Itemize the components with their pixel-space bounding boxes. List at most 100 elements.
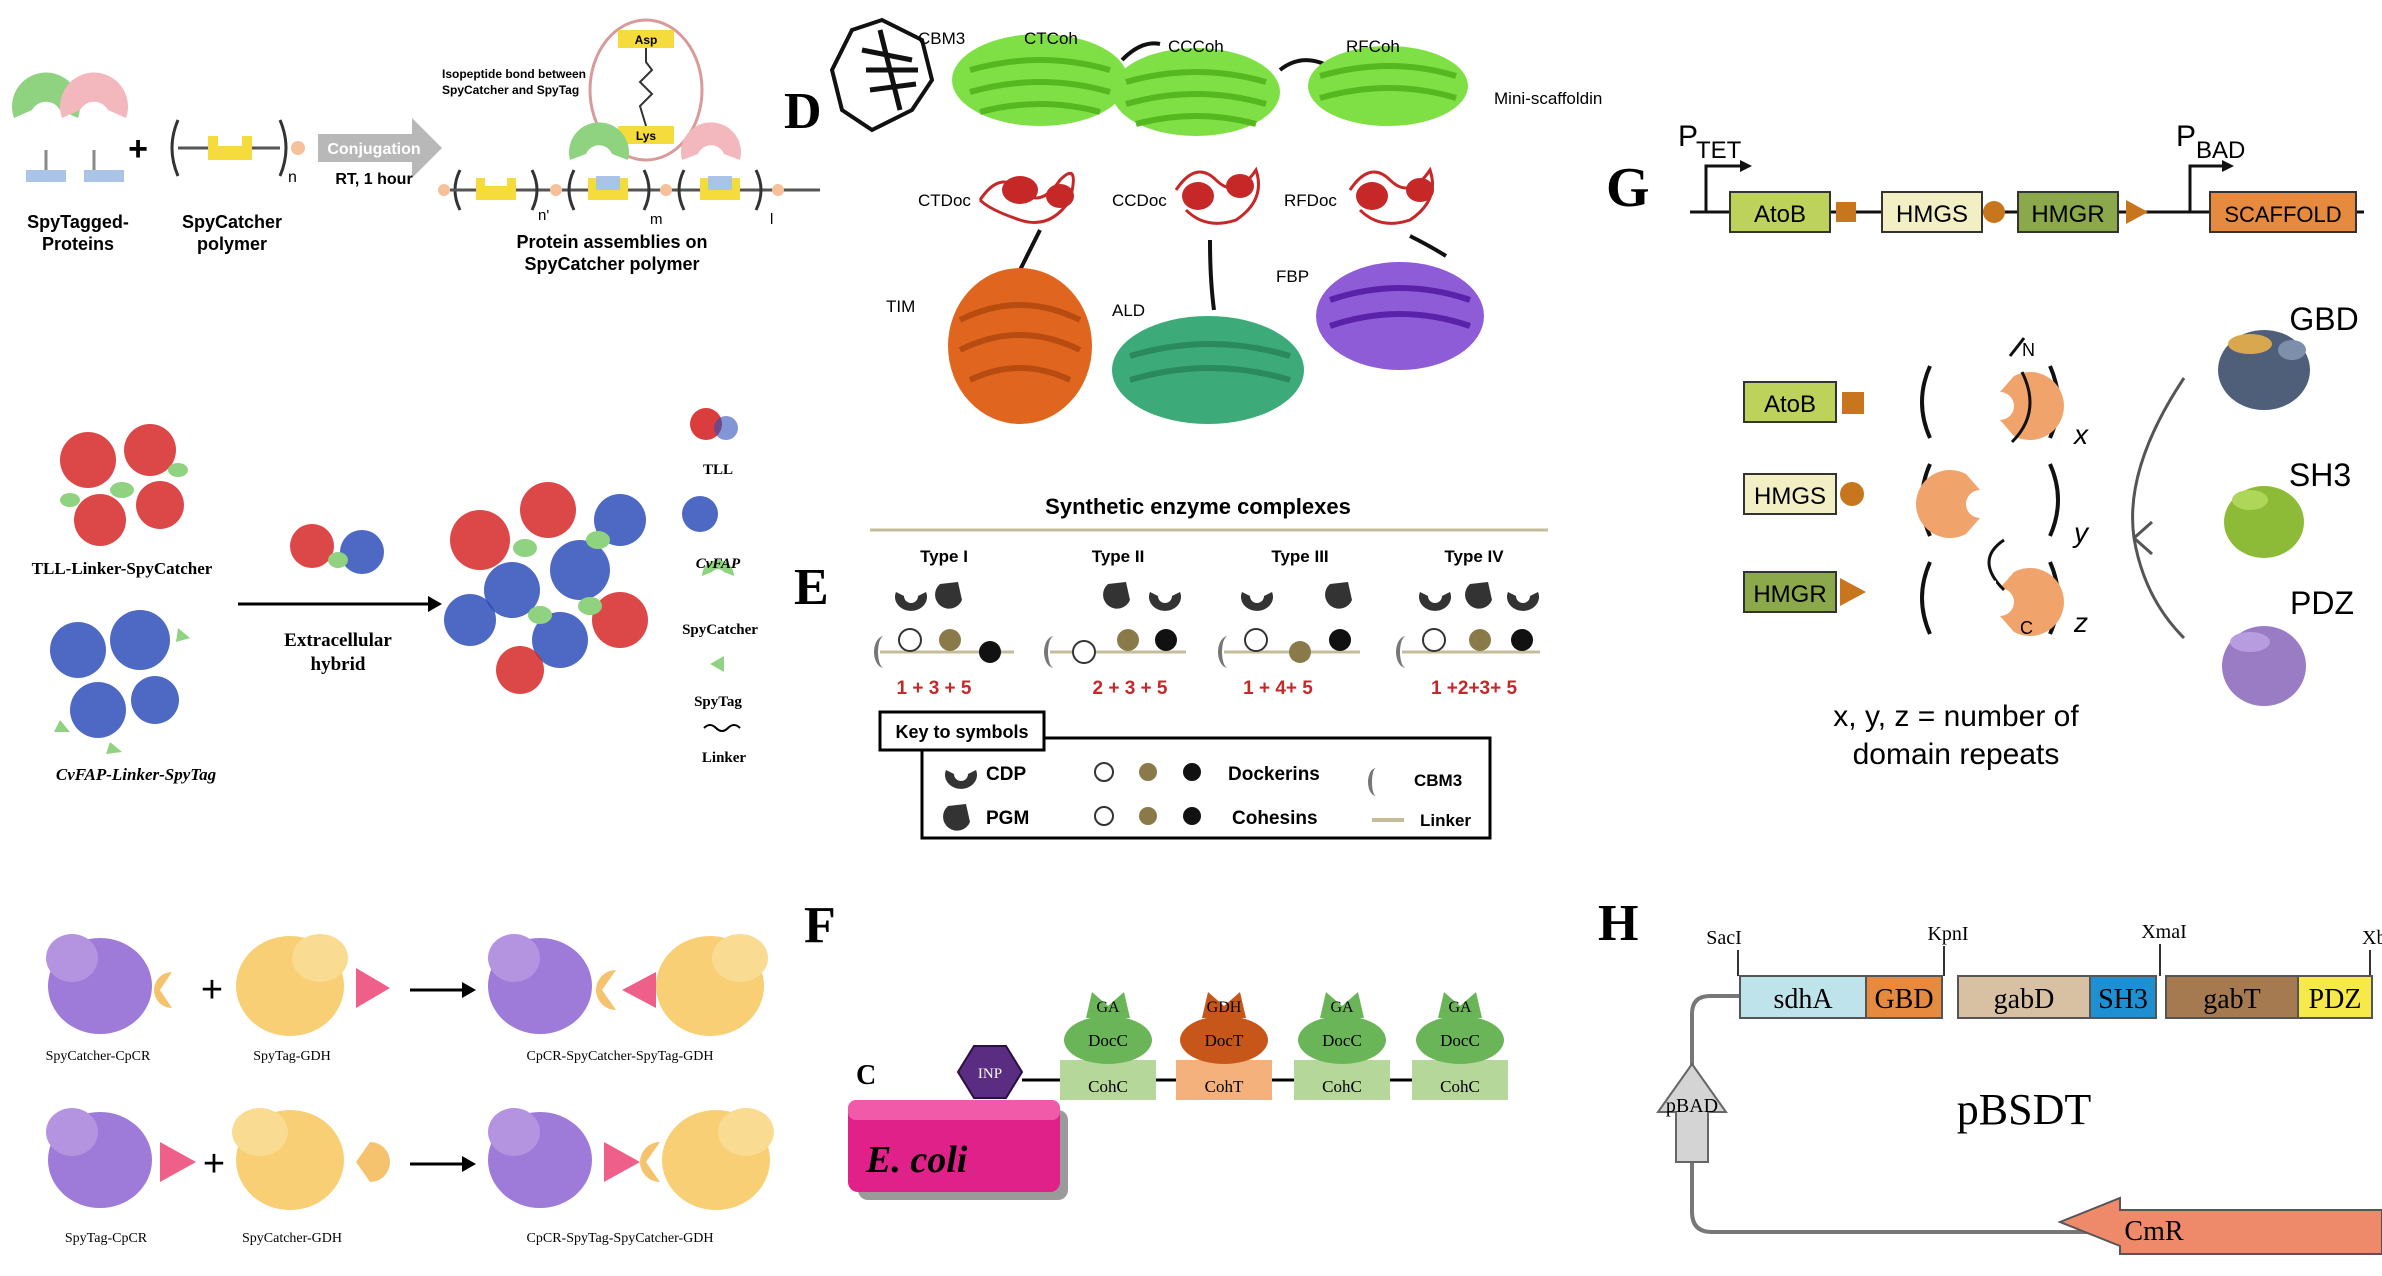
- repeats-note-2: domain repeats: [1853, 738, 2060, 771]
- key-cdp: CDP: [986, 764, 1026, 785]
- panel-g: G P TET AtoB HMGS HMGR P BAD SCAFFOLD At…: [1606, 120, 2364, 771]
- pbad-label: pBAD: [1666, 1095, 1718, 1117]
- isopeptide-inset: [588, 18, 704, 162]
- type-4-complex: [1396, 582, 1540, 668]
- p-bad-label: P: [2176, 120, 2196, 153]
- repeats-note-1: x, y, z = number of: [1833, 700, 2079, 733]
- structure-pdz-label: PDZ: [2290, 585, 2354, 621]
- module-3-enzyme: GA: [1330, 999, 1354, 1016]
- module-1-coh: CohC: [1088, 1077, 1128, 1096]
- sh3-structure: [2224, 486, 2304, 558]
- extracellular-arrow: [238, 596, 442, 612]
- tim-label: TIM: [886, 297, 915, 316]
- l-subscript: l: [770, 211, 773, 228]
- gene-hmgr-label: HMGR: [2031, 201, 2104, 228]
- module-4-coh: CohC: [1440, 1077, 1480, 1096]
- cpcr-spycatcher-top: [46, 934, 172, 1034]
- hybrid-small: [290, 524, 384, 574]
- key-cbm3: CBM3: [1414, 771, 1462, 790]
- asp-label: Asp: [635, 33, 658, 47]
- cpcr-spytag-bottom: [46, 1108, 196, 1208]
- spytagged-label-1: SpyTagged-: [27, 212, 129, 232]
- spytagged-label-2: Proteins: [42, 234, 114, 254]
- type-1-name: Type I: [920, 547, 968, 566]
- key-title-box: [878, 710, 1046, 752]
- arrow-bottom: [410, 1156, 476, 1172]
- key-dockerins: Dockerins: [1228, 764, 1320, 785]
- spycatcher-cpcr-label: SpyCatcher-CpCR: [46, 1049, 151, 1064]
- panel-e-title: Synthetic enzyme complexes: [1045, 494, 1351, 519]
- ctdoc-structure: [978, 171, 1075, 224]
- type-2-complex: [1044, 582, 1186, 668]
- panel-f-letter: F: [804, 897, 836, 954]
- fbp-label: FBP: [1276, 267, 1309, 286]
- ctdoc-label: CTDoc: [918, 191, 971, 210]
- panel-b: TLL-Linker-SpyCatcher CvFAP-Linker-SpyTa…: [32, 408, 758, 784]
- conditions-label: RT, 1 hour: [335, 171, 412, 188]
- p-tet-label: P: [1678, 120, 1698, 153]
- extracellular-label-1: Extracellular: [284, 630, 392, 651]
- key-title: Key to symbols: [895, 722, 1028, 742]
- type-3-complex: [1218, 582, 1360, 668]
- panel-c: + SpyCatcher-CpCR SpyTag-GDH CpCR-SpyCat…: [46, 934, 774, 1246]
- cbm3-structure: [829, 17, 935, 133]
- spycatcher-label-2: polymer: [197, 234, 267, 254]
- panel-b-legend: [682, 408, 741, 732]
- gene-scaffold-label: SCAFFOLD: [2224, 202, 2341, 227]
- gene-sdha-label: sdhA: [1773, 984, 1833, 1015]
- n-terminus: N: [2022, 340, 2035, 360]
- rfcoh-structure: [1308, 46, 1468, 126]
- mini-scaffoldin-label: Mini-scaffoldin: [1494, 89, 1602, 108]
- isopeptide-label-2: SpyCatcher and SpyTag: [442, 83, 579, 97]
- repeat-y: y: [2072, 517, 2090, 548]
- panel-h: H SacI KpnI XmaI Xb sdhA GBD gabD SH3 ga…: [1598, 895, 2382, 1255]
- module-4-doc: DocC: [1440, 1031, 1480, 1050]
- tagged-hmgr: [1743, 571, 1837, 613]
- module-2-enzyme: GDH: [1207, 999, 1242, 1016]
- gene-pdz-label: PDZ: [2309, 984, 2362, 1015]
- protein-assembly: [438, 122, 820, 211]
- panel-g-letter: G: [1606, 157, 1650, 219]
- p-tet-promoter: [1704, 164, 1740, 212]
- scaffold-domains: [1916, 337, 2064, 636]
- key-cohesins: Cohesins: [1232, 808, 1318, 829]
- ccdoc-structure: [1174, 166, 1260, 225]
- cvfap-protein-cluster: [50, 610, 190, 754]
- isopeptide-label-1: Isopeptide bond between: [442, 67, 586, 81]
- tll-protein-cluster: [60, 424, 188, 546]
- legend-tll: TLL: [703, 462, 733, 478]
- structure-sh3-label: SH3: [2289, 457, 2351, 493]
- legend-linker: Linker: [702, 750, 747, 766]
- legend-spytag: SpyTag: [694, 694, 742, 710]
- gene-sh3-label: SH3: [2098, 984, 2148, 1015]
- tim-structure: [948, 268, 1092, 424]
- gene-atob: [1729, 191, 1831, 233]
- module-2-coh: CohT: [1205, 1077, 1244, 1096]
- ccdoc-label: CCDoc: [1112, 191, 1167, 210]
- panel-f-c-label: C: [856, 1060, 876, 1091]
- key-linker: Linker: [1420, 811, 1471, 830]
- ald-label: ALD: [1112, 301, 1145, 320]
- plasmid-name: pBSDT: [1957, 1085, 2092, 1134]
- arrow-top: [410, 982, 476, 998]
- gene-pdz: [2297, 975, 2373, 1019]
- ecoli-label: E. coli: [865, 1139, 968, 1181]
- gene-hmgs-label: HMGS: [1896, 201, 1968, 228]
- panel-e-letter: E: [794, 559, 829, 616]
- site-kpni: KpnI: [1927, 923, 1968, 945]
- ald-structure: [1112, 316, 1304, 424]
- spycatcher-gdh-label: SpyCatcher-GDH: [242, 1231, 342, 1246]
- gene-gabt: [2165, 975, 2299, 1019]
- spytag-cpcr-label: SpyTag-CpCR: [65, 1231, 148, 1246]
- tagged-atob-label: AtoB: [1764, 391, 1816, 418]
- p-tet-subscript: TET: [1696, 137, 1742, 164]
- rfdoc-structure: [1348, 166, 1434, 225]
- pdz-structure: [2222, 626, 2306, 706]
- n-subscript: n: [288, 169, 297, 186]
- conjugation-label: Conjugation: [327, 141, 420, 158]
- cccoh-label: CCCoh: [1168, 37, 1224, 56]
- spycatcher-polymer: [170, 119, 305, 177]
- type-2-name: Type II: [1092, 547, 1145, 566]
- plus-bottom: +: [203, 1143, 225, 1185]
- cvfap-linker-label: CvFAP-Linker-SpyTag: [56, 765, 217, 784]
